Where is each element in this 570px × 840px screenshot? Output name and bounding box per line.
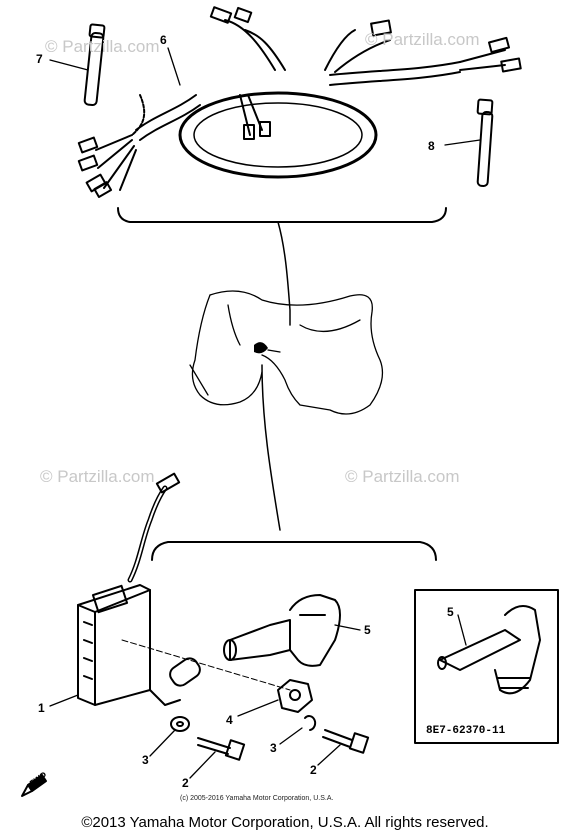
- watermark-mid-left: © Partzilla.com: [40, 467, 155, 486]
- footer-copyright: ©2013 Yamaha Motor Corporation, U.S.A. A…: [81, 814, 489, 831]
- forward-direction-arrow: [21, 774, 47, 797]
- callout-5-inset: 5: [447, 605, 454, 619]
- band-part-7: [83, 23, 106, 107]
- callout-3-left: 3: [142, 753, 149, 767]
- callout-6-leader: [167, 47, 181, 86]
- washer-part-3-right: [304, 715, 317, 731]
- harness-group-bracket: [117, 207, 447, 223]
- callout-8: 8: [428, 139, 435, 153]
- inset-part-code: 8E7-62370-11: [426, 725, 506, 737]
- bolt-part-2-right: [322, 729, 370, 754]
- small-copyright: (c) 2005-2016 Yamaha Motor Corporation, …: [180, 795, 333, 802]
- rubber-sleeve: [169, 657, 201, 687]
- callout-4: 4: [226, 713, 233, 727]
- ignition-coil-unit: [77, 472, 181, 706]
- harness-leader-line: [277, 221, 291, 326]
- ignitor-group-bracket: [151, 541, 437, 561]
- bracket-part-4: [277, 679, 313, 713]
- watermark-top-left: © Partzilla.com: [45, 37, 160, 56]
- callout-7-leader: [49, 59, 89, 71]
- wire-harness: [77, 6, 522, 198]
- marker-leader: [267, 349, 281, 353]
- callout-3b-leader: [279, 727, 303, 745]
- washer-part-3-left: [170, 716, 190, 732]
- callout-6: 6: [160, 33, 167, 47]
- callout-2b-leader: [317, 744, 341, 766]
- motorcycle-frame-outline: [189, 290, 384, 415]
- callout-2-right: 2: [310, 763, 317, 777]
- callout-5-leader: [334, 624, 361, 631]
- callout-2a-leader: [189, 751, 216, 779]
- callout-1-leader: [49, 694, 79, 707]
- callout-5: 5: [364, 623, 371, 637]
- inset-box: [414, 589, 559, 744]
- watermark-mid-right: © Partzilla.com: [345, 467, 460, 486]
- callout-8-leader: [444, 139, 481, 146]
- ignitor-location-marker: [254, 342, 268, 354]
- inset-callout-5-leader: [457, 614, 467, 646]
- callout-3-right: 3: [270, 741, 277, 755]
- assembly-center-line: [121, 639, 291, 691]
- callout-3a-leader: [149, 729, 176, 757]
- callout-2-left: 2: [182, 776, 189, 790]
- watermark-top-right: © Partzilla.com: [365, 30, 480, 49]
- callout-7: 7: [36, 52, 43, 66]
- callout-1: 1: [38, 701, 45, 715]
- callout-4-leader: [237, 699, 279, 717]
- ignitor-leader-line: [261, 364, 281, 531]
- bolt-part-2-left: [197, 737, 246, 761]
- spark-plug-cap: [223, 594, 341, 667]
- band-part-8: [476, 98, 494, 187]
